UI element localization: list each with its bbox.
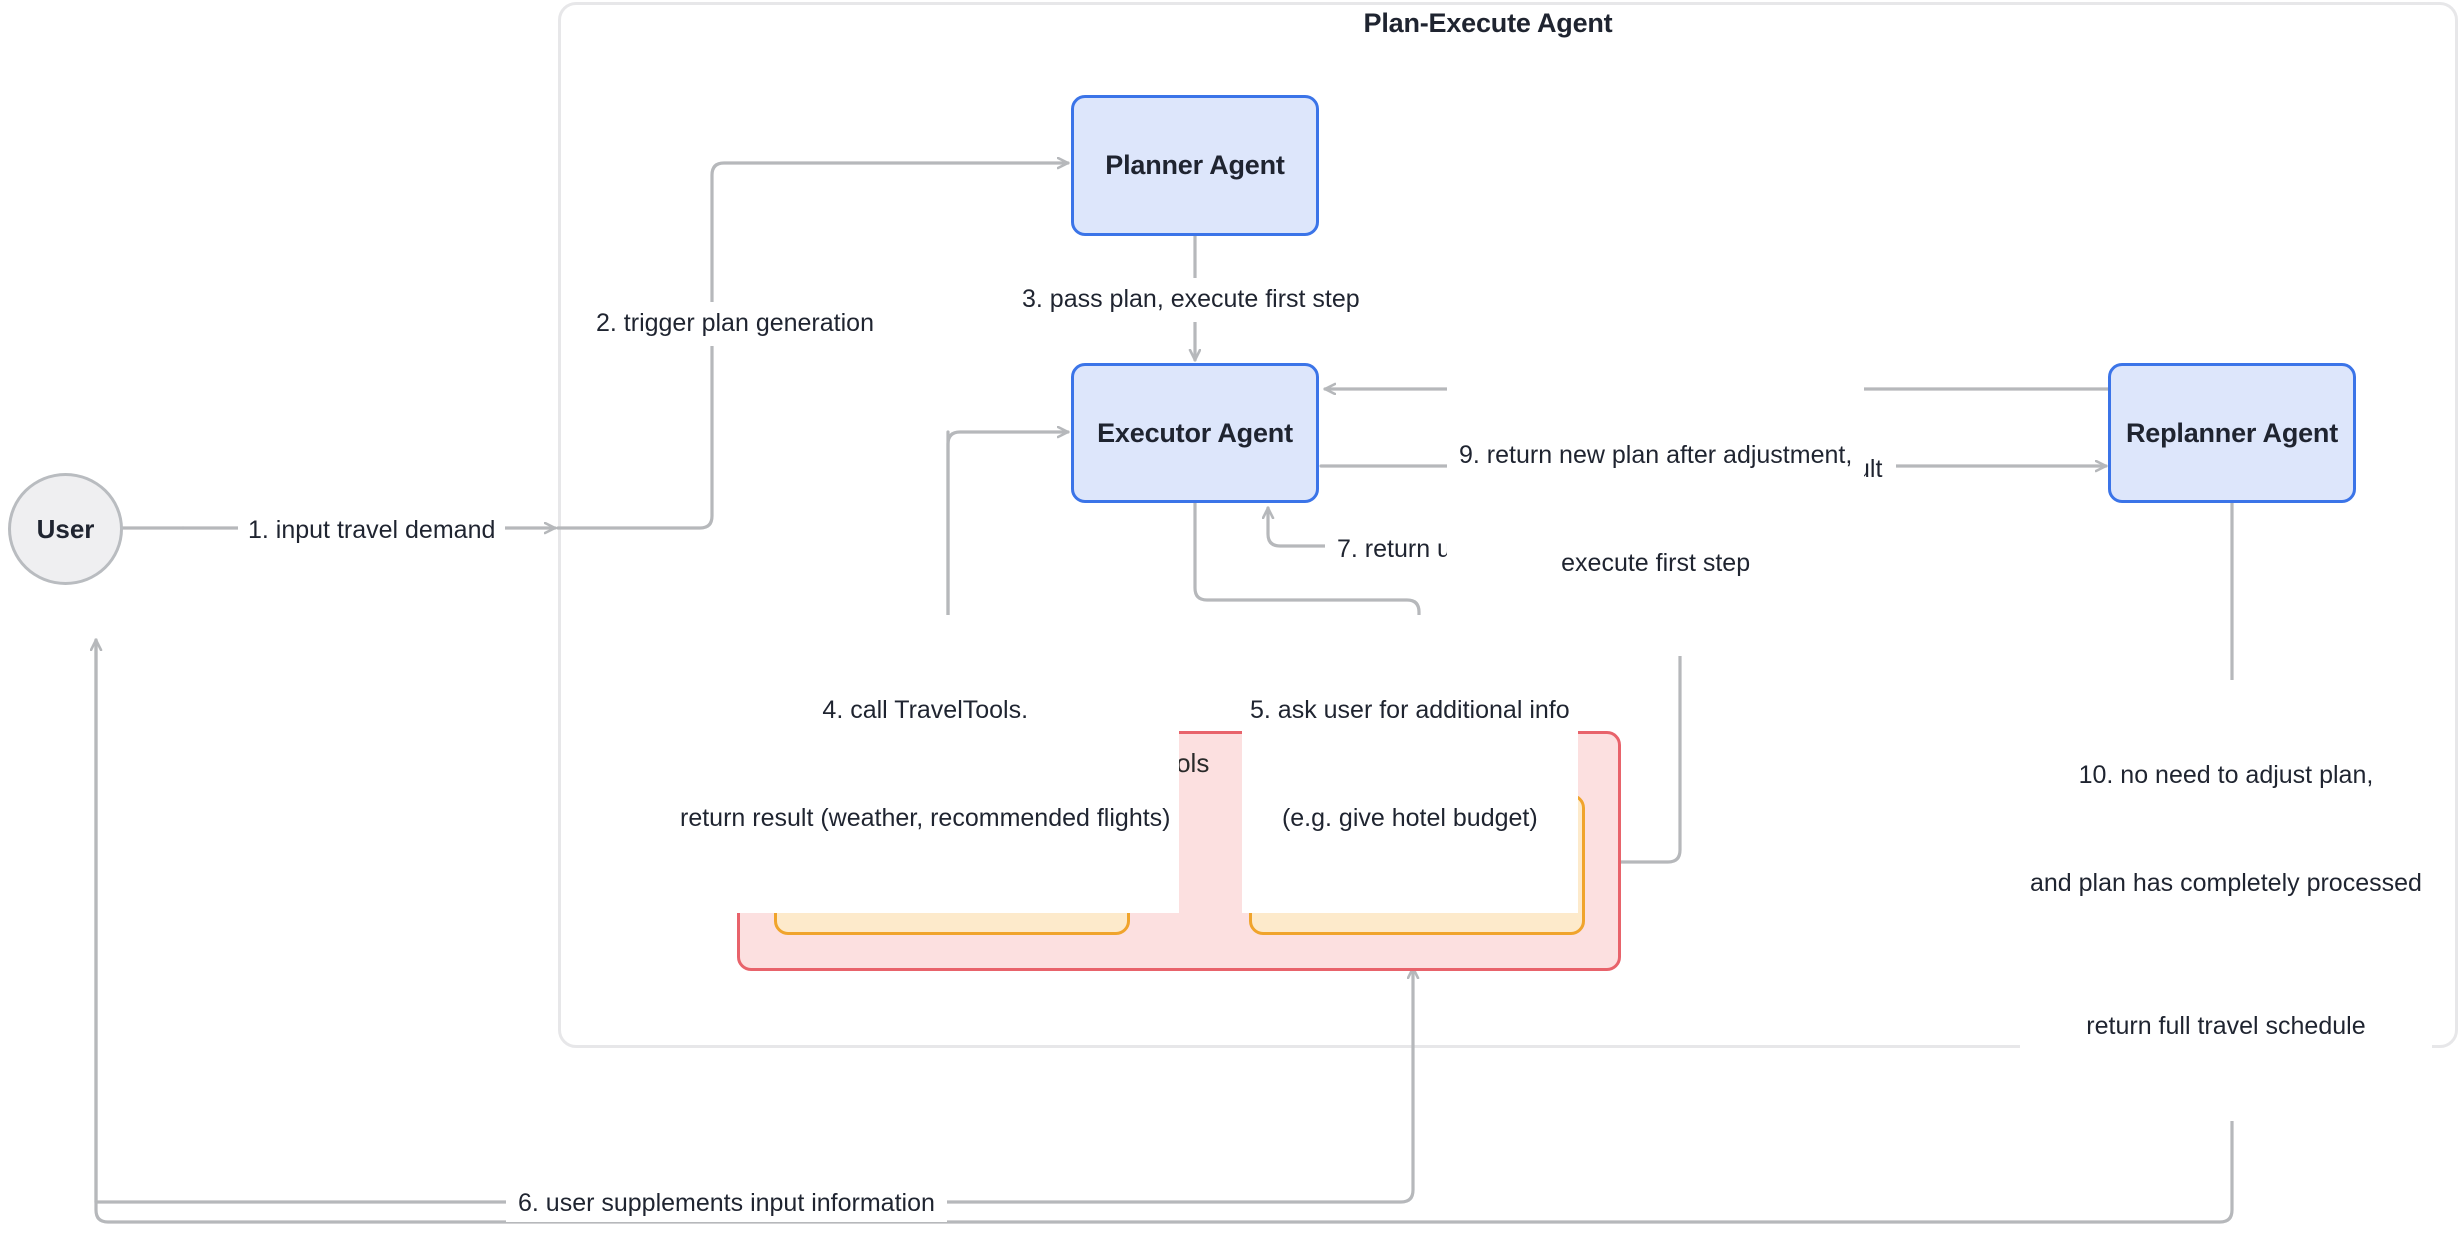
plan-execute-agent-container xyxy=(558,2,2458,1048)
tool-travel-tools-label-line2: ( Weather / Flight / Hotel...) xyxy=(796,867,1108,898)
node-replanner-agent-label: Replanner Agent xyxy=(2125,417,2339,448)
tool-ask-user-clarification-label: Ask for user clarification xyxy=(1279,848,1555,879)
edge-10-path xyxy=(96,500,2234,1224)
node-replanner-agent[interactable]: Replanner Agent xyxy=(2108,363,2356,503)
node-planner-agent[interactable]: Planner Agent xyxy=(1071,95,1319,236)
tool-travel-tools[interactable]: TravelTools ( Weather / Flight / Hotel..… xyxy=(774,794,1130,935)
tool-ask-user-clarification[interactable]: Ask for user clarification xyxy=(1249,794,1585,935)
tools-group-label: Tools xyxy=(1148,748,1210,778)
node-executor-agent[interactable]: Executor Agent xyxy=(1071,363,1319,503)
edge-5-path xyxy=(1193,500,1419,788)
node-planner-agent-label: Planner Agent xyxy=(1105,150,1285,180)
edge-6-path xyxy=(94,966,1413,1204)
node-user-label: User xyxy=(36,513,95,544)
page-title: Plan-Execute Agent xyxy=(1363,8,1613,38)
node-executor-agent-label: Executor Agent xyxy=(1097,417,1293,448)
tool-travel-tools-label-line1: TravelTools xyxy=(886,829,1018,860)
node-user[interactable]: User xyxy=(8,473,123,585)
edge-2-path xyxy=(556,163,1070,530)
